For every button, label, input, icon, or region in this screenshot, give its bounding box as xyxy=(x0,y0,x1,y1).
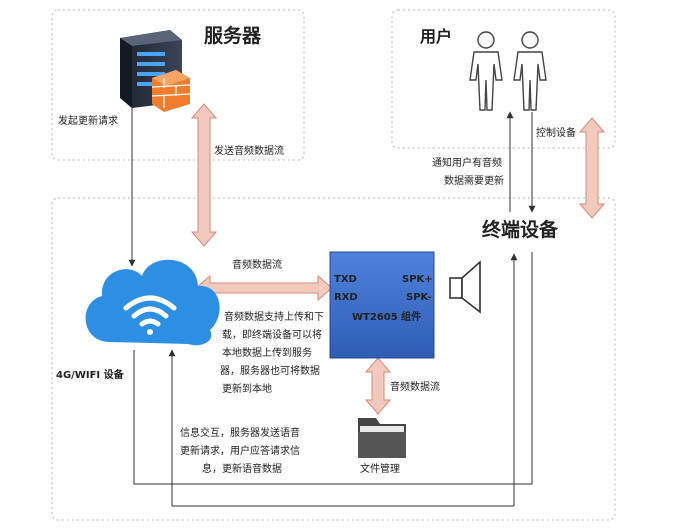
firewall-icon xyxy=(151,70,191,112)
interaction-loop-outer xyxy=(133,252,533,485)
notify-user-line1: 通知用户有音频 xyxy=(432,156,502,169)
spk-neg-label: SPK- xyxy=(406,292,432,303)
folder-icon xyxy=(358,418,406,458)
notify-user-line2: 数据需要更新 xyxy=(444,174,504,187)
module-label: WT2605 组件 xyxy=(352,310,421,323)
user-title: 用户 xyxy=(420,27,452,46)
terminal-region xyxy=(51,197,616,521)
wifi-icon xyxy=(123,295,177,335)
file-mgmt-label: 文件管理 xyxy=(360,462,400,475)
user-region xyxy=(391,9,616,149)
server-region xyxy=(51,9,305,161)
upload-desc-line: 音频数据支持上传和下 xyxy=(224,310,324,323)
spk-pos-label: SPK+ xyxy=(402,274,433,285)
upload-desc-line: 载，即终端设备可以将 xyxy=(222,328,322,341)
send-audio-label: 发送音频数据流 xyxy=(214,144,284,157)
update-request-label: 发起更新请求 xyxy=(58,114,118,127)
speaker-icon xyxy=(449,260,481,314)
user-terminal-double-arrow xyxy=(578,117,606,219)
rxd-label: RXD xyxy=(334,292,358,303)
upload-description: 音频数据支持上传和下 载，即终端设备可以将 本地数据上传到服务 器，服务器也可将… xyxy=(220,310,324,395)
upload-desc-line: 更新到本地 xyxy=(222,382,272,395)
wifi-device-label: 4G/WIFI 设备 xyxy=(56,368,125,381)
interaction-desc-line: 信息交互，服务器发送语音 xyxy=(180,426,300,439)
terminal-title: 终端设备 xyxy=(482,218,559,241)
server-icon xyxy=(120,30,182,108)
server-terminal-double-arrow xyxy=(190,103,218,247)
wt2605-module xyxy=(329,251,435,359)
control-device-label: 控制设备 xyxy=(536,126,576,139)
module-file-double-arrow xyxy=(364,357,392,415)
interaction-description: 信息交互，服务器发送语音 更新请求，用户应答请求信 息，更新语音数据 xyxy=(180,426,300,475)
upload-desc-line: 本地数据上传到服务 xyxy=(222,346,312,359)
cloud-icon xyxy=(85,259,220,346)
audio-stream-bottom-label: 音频数据流 xyxy=(390,380,440,393)
audio-stream-top-label: 音频数据流 xyxy=(232,258,282,271)
upload-desc-line: 器，服务器也可将数据 xyxy=(220,364,320,377)
txd-label: TXD xyxy=(334,274,357,285)
interaction-desc-line: 更新请求，用户应答请求信 xyxy=(180,444,300,457)
interaction-desc-line: 息，更新语音数据 xyxy=(202,462,282,475)
interaction-loop-inner xyxy=(168,349,514,507)
user-icon xyxy=(469,31,547,111)
server-title: 服务器 xyxy=(204,24,262,47)
